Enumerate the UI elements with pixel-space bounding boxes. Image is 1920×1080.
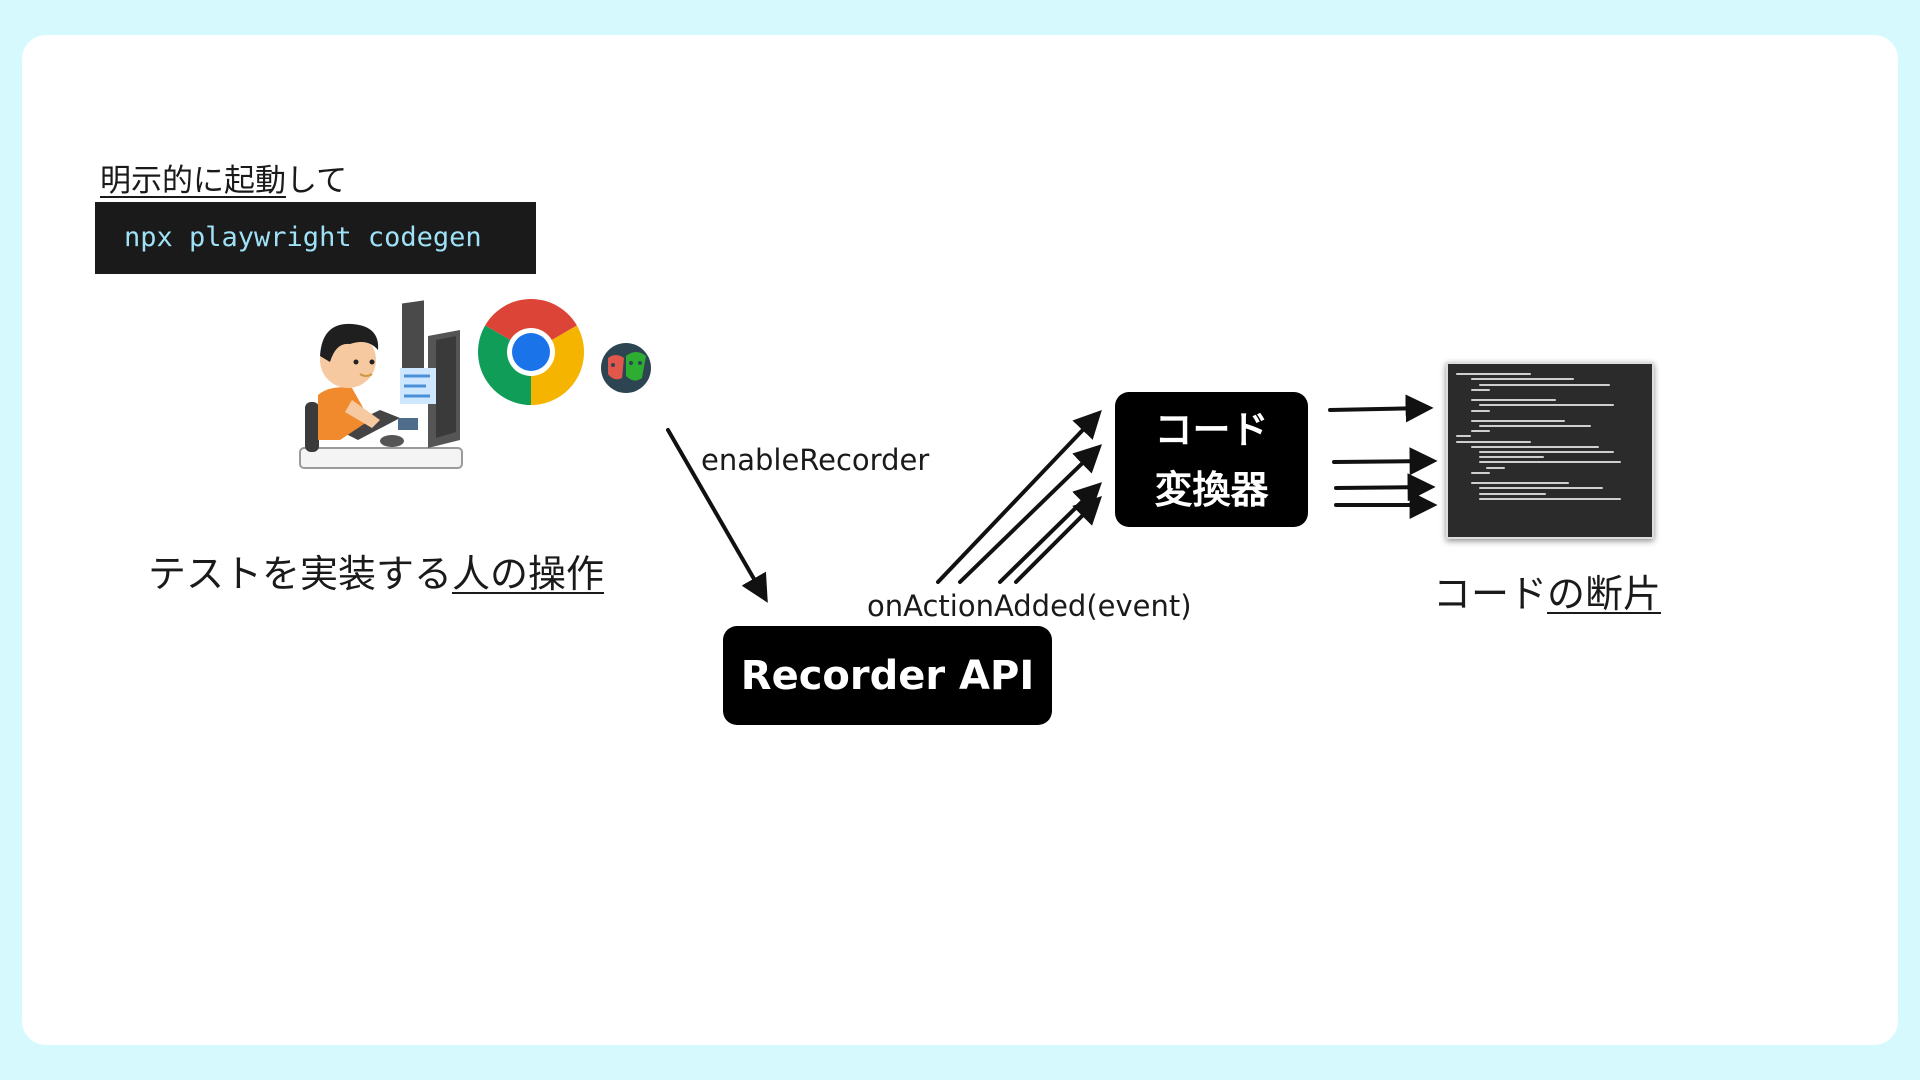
on-action-added-label: onActionAdded(event) [867, 589, 1192, 623]
code-snippet-caption-plain: コード [1433, 572, 1548, 616]
code-snippet-caption-underlined: の断片 [1547, 572, 1662, 616]
enable-recorder-label: enableRecorder [701, 443, 930, 477]
code-converter-line1: コード [1154, 407, 1269, 452]
command-block: npx playwright codegen [95, 202, 536, 274]
launch-caption: 明示的に起動して [100, 155, 347, 200]
launch-caption-suffix: して [286, 163, 348, 199]
code-converter-box: コード 変換器 [1115, 392, 1308, 527]
user-operation-caption-plain: テストを実装する [148, 552, 453, 596]
user-operation-caption-underlined: 人の操作 [452, 552, 605, 596]
code-snippet-caption: コードの断片 [1433, 563, 1661, 618]
user-operation-caption: テストを実装する人の操作 [148, 543, 604, 598]
launch-caption-underlined: 明示的に起動 [100, 163, 286, 199]
code-converter-line2: 変換器 [1154, 467, 1269, 512]
recorder-api-box: Recorder API [723, 626, 1052, 725]
code-snippet-thumbnail [1446, 362, 1654, 539]
